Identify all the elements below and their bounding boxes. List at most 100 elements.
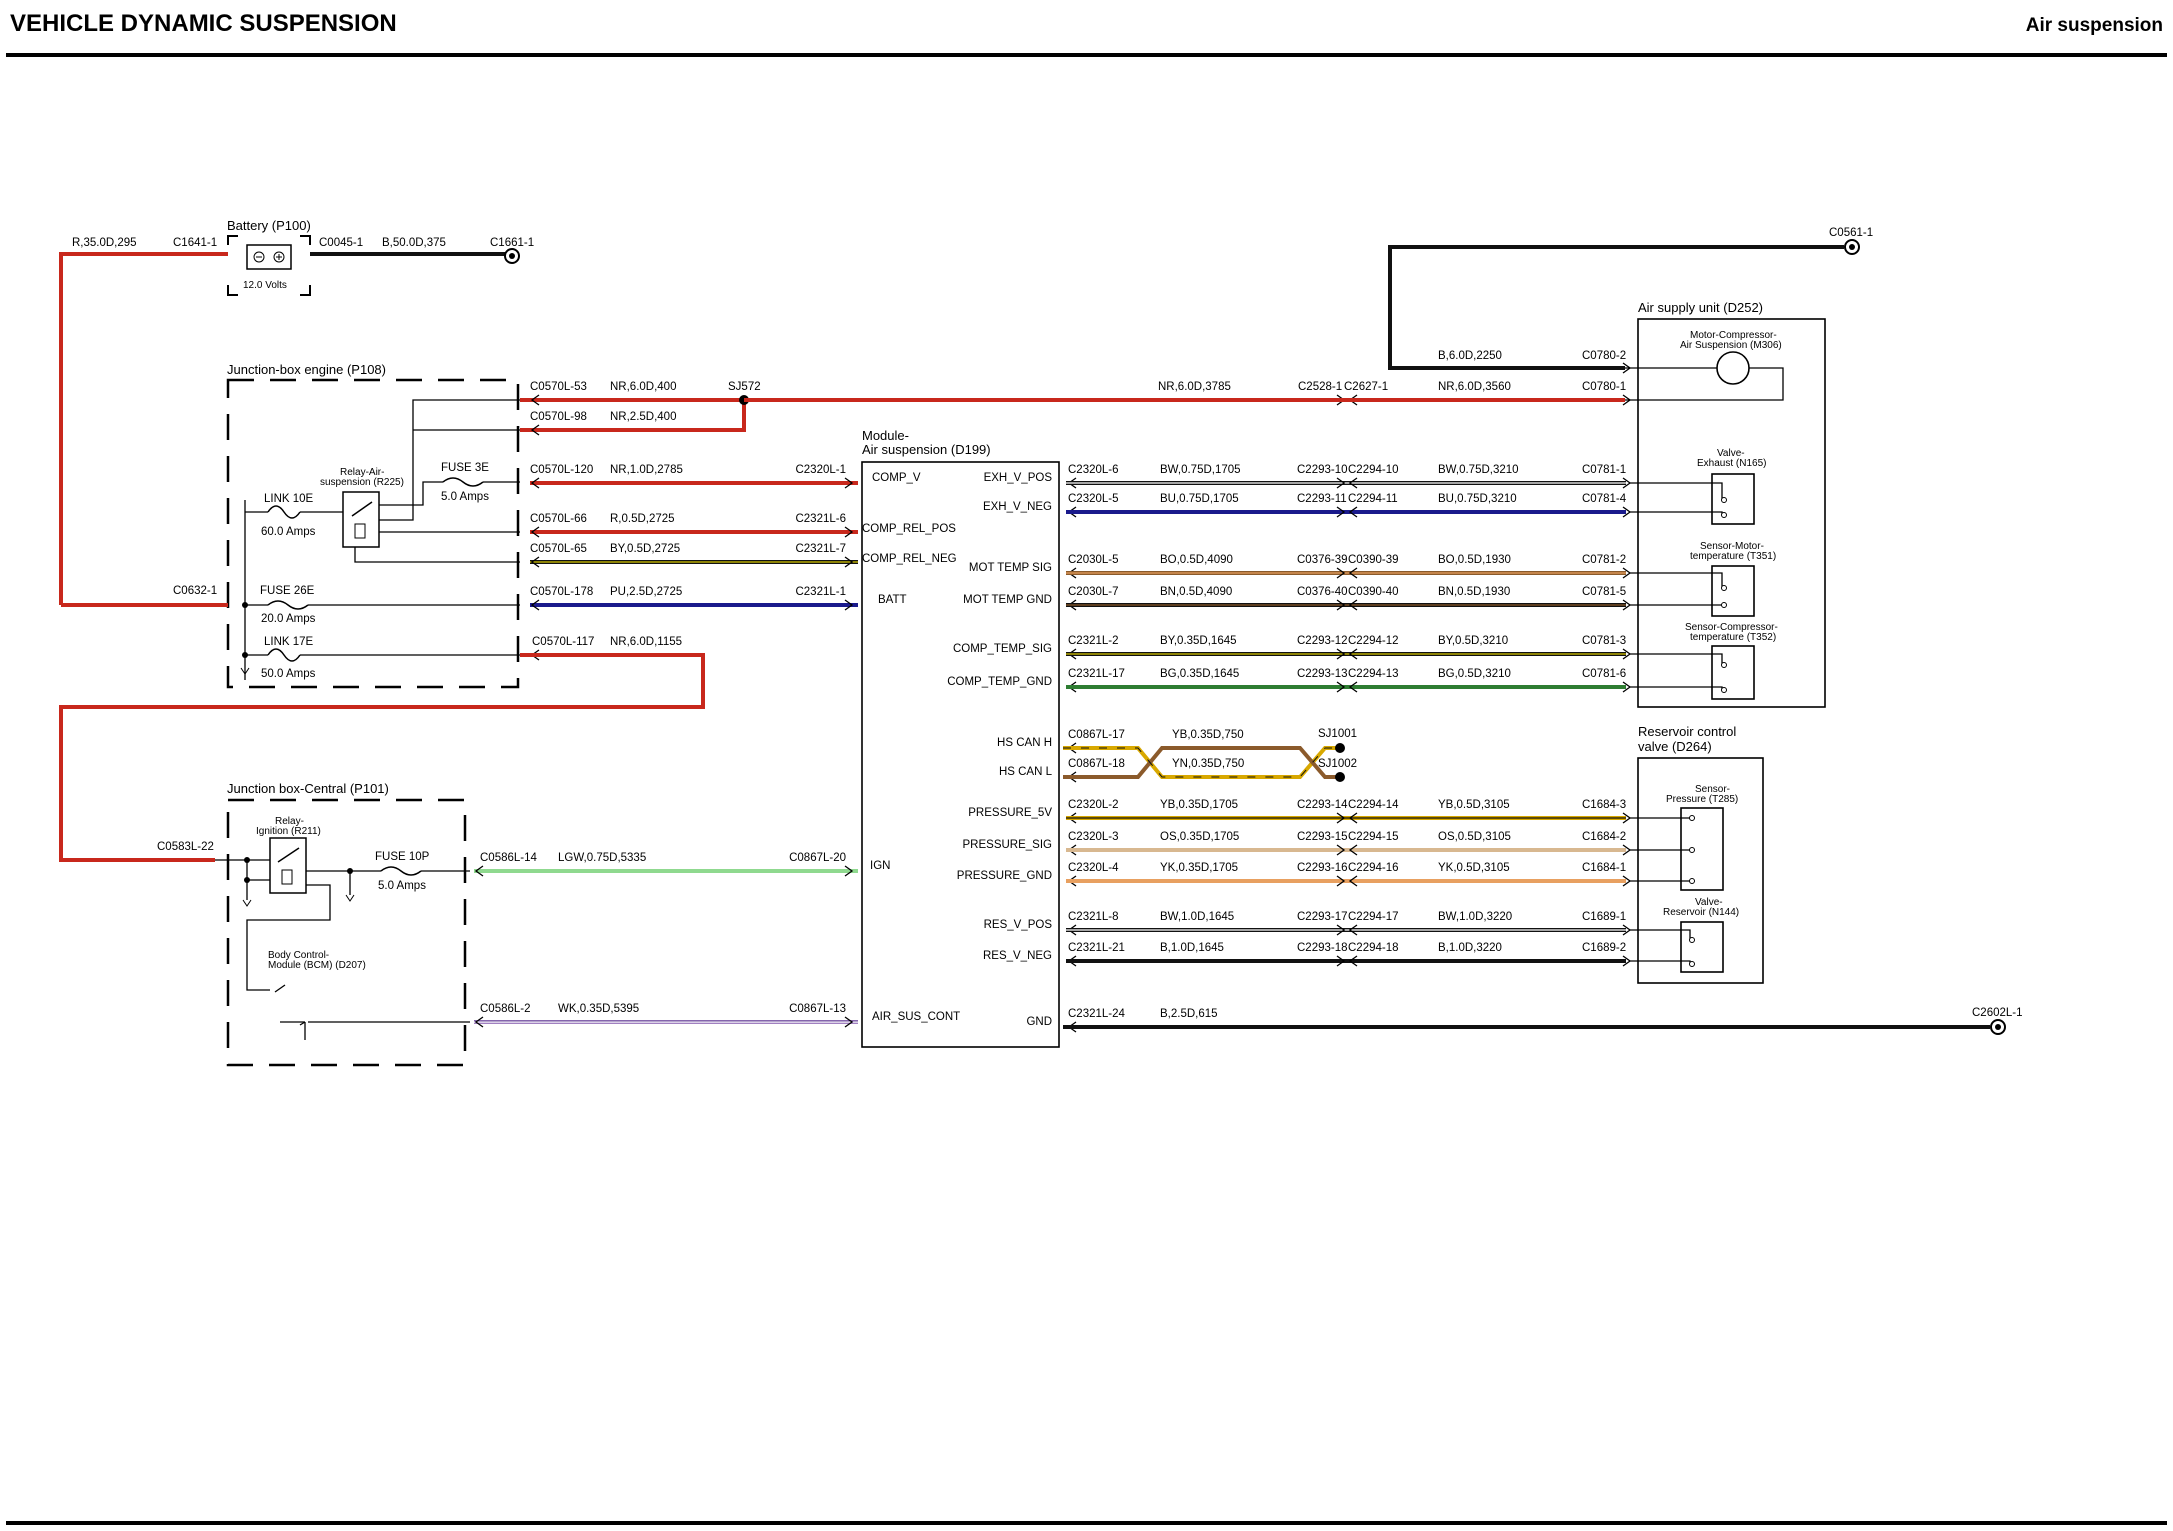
- right-wire-c4-1: C0781-4: [1582, 493, 1627, 505]
- right-wire-c4-3: C0781-5: [1582, 586, 1626, 598]
- junction-box-engine: Junction-box engine (P108): [226, 362, 520, 689]
- can-twisted-pair: [1063, 743, 1345, 782]
- fuse-26e-rating: 20.0 Amps: [261, 613, 316, 625]
- junction-engine-title: Junction-box engine (P108): [227, 362, 386, 377]
- right-wire-s1-4: BY,0.35D,1645: [1160, 635, 1237, 647]
- right-wire-s1-7: YN,0.35D,750: [1172, 758, 1244, 770]
- left-wire-arrow-a-7: [474, 865, 484, 877]
- right-wire-c1-9: C2320L-3: [1068, 831, 1119, 843]
- sensor-motor-temperature: Sensor-Motor-temperature (T351): [1690, 541, 1776, 617]
- link-10e-rating: 60.0 Amps: [261, 526, 316, 538]
- fuse-3e-rating: 5.0 Amps: [441, 491, 489, 503]
- right-wire-c2-1: C2293-11: [1297, 493, 1347, 505]
- right-wire-c2-3: C0376-40: [1297, 586, 1348, 598]
- right-wire-s2-12: B,1.0D,3220: [1438, 942, 1502, 954]
- junction-central-title: Junction box-Central (P101): [227, 781, 389, 796]
- right-wire-c3-11: C2294-17: [1348, 911, 1399, 923]
- right-wire-s1-12: B,1.0D,1645: [1160, 942, 1224, 954]
- module-pin-right-9: PRESSURE_SIG: [963, 839, 1053, 851]
- valve-exhaust: Valve-Exhaust (N165): [1697, 448, 1766, 525]
- load-pins: [1689, 497, 1727, 967]
- right-wire-mid-l-8: [1348, 812, 1358, 824]
- c1661-label: C1661-1: [490, 237, 534, 249]
- left-wire-conn-a-0: C0570L-53: [530, 381, 587, 393]
- sj1002-label: SJ1002: [1318, 758, 1357, 770]
- junction-box-central: Junction box-Central (P101): [226, 781, 467, 1067]
- battery-title: Battery (P100): [227, 218, 311, 233]
- right-wire-s1-8: YB,0.35D,1705: [1160, 799, 1238, 811]
- right-wire-s1-6: YB,0.35D,750: [1172, 729, 1244, 741]
- module-pin-left-3: BATT: [878, 594, 907, 606]
- battery-neg-wire-label: R,35.0D,295: [72, 237, 137, 249]
- w-nr-3560-label: NR,6.0D,3560: [1438, 381, 1511, 393]
- left-wire-spec-7: LGW,0.75D,5335: [558, 852, 646, 864]
- c0780-1-label: C0780-1: [1582, 381, 1626, 393]
- sj1001-label: SJ1001: [1318, 728, 1357, 740]
- left-wire-conn-a-8: C0586L-2: [480, 1003, 531, 1015]
- module-pin-right-10: PRESSURE_GND: [957, 870, 1052, 882]
- module-pin-left-5: AIR_SUS_CONT: [872, 1011, 960, 1023]
- right-wire-c1-8: C2320L-2: [1068, 799, 1119, 811]
- left-wire-arrow-b-7: [844, 865, 854, 877]
- right-wire-c3-2: C0390-39: [1348, 554, 1399, 566]
- fuse-10p-name: FUSE 10P: [375, 851, 430, 863]
- right-wire-c3-10: C2294-16: [1348, 862, 1399, 874]
- right-wire-c3-9: C2294-15: [1348, 831, 1399, 843]
- right-wire-mid-r-8: [1336, 812, 1346, 824]
- c0583-label: C0583L-22: [157, 841, 214, 853]
- battery-voltage: 12.0 Volts: [243, 280, 287, 291]
- module-pin-left-0: COMP_V: [872, 472, 921, 484]
- w-nr-3785-label: NR,6.0D,3785: [1158, 381, 1231, 393]
- right-wire-c3-0: C2294-10: [1348, 464, 1399, 476]
- link-17e-name: LINK 17E: [264, 636, 314, 648]
- right-wire-c2-4: C2293-12: [1297, 635, 1348, 647]
- motor-compressor: Motor-Compressor-Air Suspension (M306): [1625, 330, 1784, 401]
- module-title: Module-Air suspension (D199): [862, 428, 991, 457]
- module-pin-right-12: RES_V_NEG: [983, 950, 1052, 962]
- right-wire-s2-2: BO,0.5D,1930: [1438, 554, 1511, 566]
- right-wire-c1-4: C2321L-2: [1068, 635, 1119, 647]
- right-wire-c2-9: C2293-15: [1297, 831, 1348, 843]
- right-wire-c4-2: C0781-2: [1582, 554, 1626, 566]
- fuse-10p: FUSE 10P 5.0 Amps: [375, 851, 430, 892]
- module-pin-right-6: HS CAN H: [997, 737, 1052, 749]
- left-wire-arrow-a-5: [530, 599, 540, 611]
- right-wire-c3-8: C2294-14: [1348, 799, 1399, 811]
- left-wire-spec-5: PU,2.5D,2725: [610, 586, 682, 598]
- left-wire-arrow-a-8: [474, 1016, 484, 1028]
- left-wire-arrow-a-0: [530, 394, 540, 406]
- left-wire-spec-3: R,0.5D,2725: [610, 513, 675, 525]
- right-wire-c4-11: C1689-1: [1582, 911, 1626, 923]
- c0632-label: C0632-1: [173, 585, 217, 597]
- right-wire-s1-1: BU,0.75D,1705: [1160, 493, 1239, 505]
- right-wire-mid-r-3: [1336, 599, 1346, 611]
- link-17e: LINK 17E 50.0 Amps: [261, 636, 316, 680]
- right-wire-s1-2: BO,0.5D,4090: [1160, 554, 1233, 566]
- sensor-motor-title: Sensor-Motor-temperature (T351): [1690, 541, 1776, 562]
- module-pin-right-5: COMP_TEMP_GND: [947, 676, 1052, 688]
- right-wire-c1-13: C2321L-24: [1068, 1008, 1126, 1020]
- right-wire-c3-3: C0390-40: [1348, 586, 1399, 598]
- right-wire-c1-0: C2320L-6: [1068, 464, 1119, 476]
- jbe-internal-wiring: [244, 399, 520, 680]
- right-wire-c4-5: C0781-6: [1582, 668, 1626, 680]
- right-wire-c2-11: C2293-17: [1297, 911, 1348, 923]
- sensor-pressure-title: Sensor-Pressure (T285): [1666, 784, 1738, 805]
- right-wire-s2-11: BW,1.0D,3220: [1438, 911, 1512, 923]
- right-wire-s2-8: YB,0.5D,3105: [1438, 799, 1510, 811]
- right-wire-c1-10: C2320L-4: [1068, 862, 1119, 874]
- page-title: VEHICLE DYNAMIC SUSPENSION: [10, 10, 397, 37]
- wire-b-6-0d-2250: [1388, 245, 1844, 370]
- right-wire-s1-13: B,2.5D,615: [1160, 1008, 1218, 1020]
- left-wire-conn-b-7: C0867L-20: [789, 852, 846, 864]
- right-wire-mid-l-10: [1348, 875, 1358, 887]
- right-wire-s1-11: BW,1.0D,1645: [1160, 911, 1234, 923]
- right-wire-c2-2: C0376-39: [1297, 554, 1348, 566]
- bcm: Body Control-Module (BCM) (D207): [268, 950, 366, 971]
- right-wire-mid-l-4: [1348, 648, 1358, 660]
- module-pin-right-7: HS CAN L: [999, 766, 1053, 778]
- right-wire-s1-9: OS,0.35D,1705: [1160, 831, 1239, 843]
